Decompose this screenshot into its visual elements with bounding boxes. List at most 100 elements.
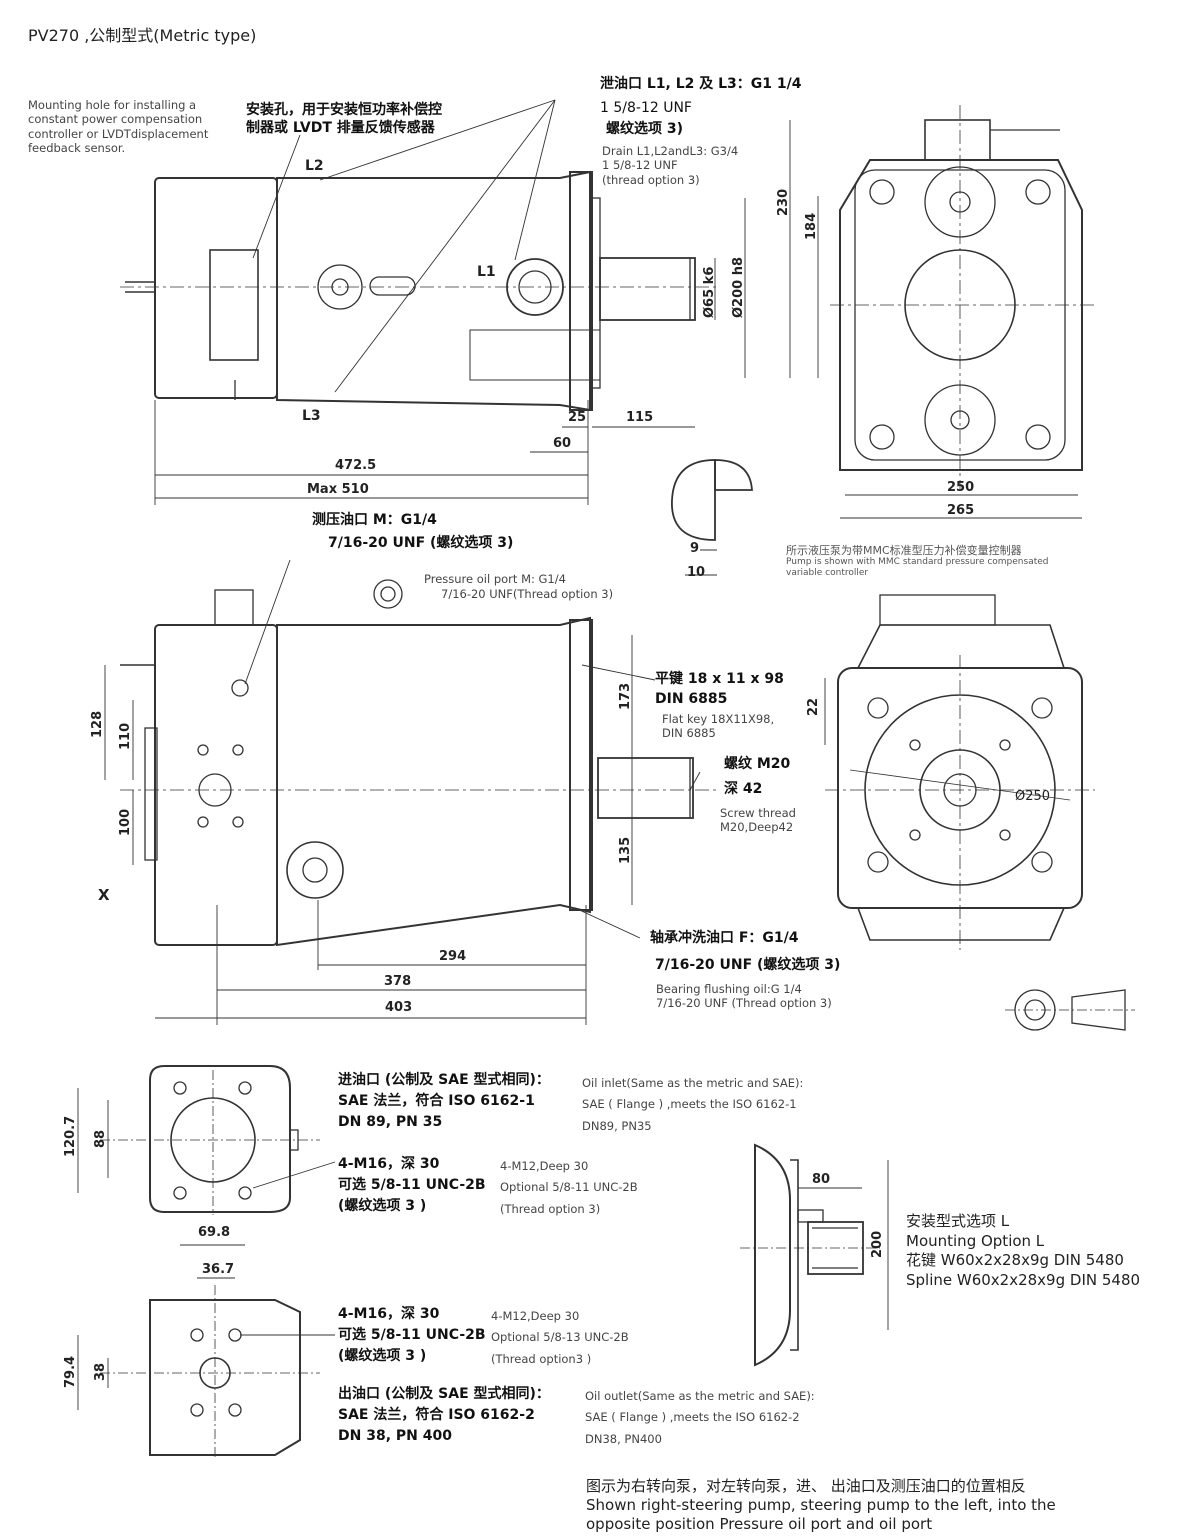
port-label-l2: L2 (305, 158, 324, 174)
outlet-cn-line-3: DN 38, PN 400 (338, 1428, 452, 1444)
option-l-note: 安装型式选项 L Mounting Option L 花键 W60x2x28x9… (906, 1212, 1140, 1290)
screw-note-cn: 螺纹 M20 (724, 756, 791, 772)
page-title: PV270 ,公制型式(Metric type) (28, 26, 257, 45)
pump-front-view-top (830, 105, 1095, 490)
inlet-bolt-en-1: 4-M12,Deep 30 (500, 1159, 589, 1173)
dim-173: 173 (618, 682, 633, 710)
inlet-cn-line-2: SAE 法兰，符合 ISO 6162-1 (338, 1093, 535, 1109)
inlet-en-line-1: Oil inlet(Same as the metric and SAE): (582, 1076, 804, 1090)
outlet-bolt-cn-1: 4-M16，深 30 (338, 1306, 440, 1322)
drain-en-line-3: (thread option 3) (602, 172, 700, 187)
dim-265: 265 (947, 503, 975, 518)
spline-option-view (740, 1143, 880, 1367)
mount-hole-cn-line-1: 安装孔，用于安装恒功率补偿控 (246, 102, 442, 118)
dim-60: 60 (553, 436, 572, 451)
dim-max-510: Max 510 (307, 482, 369, 497)
pressure-port-cn-2: 7/16-20 UNF (螺纹选项 3) (328, 535, 514, 551)
inlet-cn-line-3: DN 89, PN 35 (338, 1114, 443, 1130)
mmc-note-cn: 所示液压泵为带MMC标准型压力补偿变量控制器 (786, 544, 1022, 557)
dim-110: 110 (118, 722, 133, 750)
shaft-key-detail (671, 459, 753, 576)
key-en-line-2: DIN 6885 (662, 726, 716, 741)
key-note-cn: 平键 18 x 11 x 98 (655, 671, 784, 687)
pump-flange-view (825, 594, 1095, 950)
flush-en-line-1: Bearing flushing oil:G 1/4 (656, 982, 802, 996)
outlet-note-en: Oil outlet(Same as the metric and SAE): … (585, 1386, 815, 1450)
port-label-l3: L3 (302, 408, 321, 424)
outlet-bolt-cn-2: 可选 5/8-11 UNC-2B (338, 1327, 486, 1343)
inlet-bolt-cn-3: (螺纹选项 3 ) (338, 1198, 427, 1214)
key-en-line-1: Flat key 18X11X98, (662, 712, 775, 726)
dim-22: 22 (806, 697, 821, 716)
key-note-en: Flat key 18X11X98, DIN 6885 (662, 712, 774, 741)
outlet-bolt-en: 4-M12,Deep 30 Optional 5/8-13 UNC-2B (Th… (491, 1306, 629, 1370)
inlet-note-en: Oil inlet(Same as the metric and SAE): S… (582, 1073, 803, 1137)
dim-flange-200: Ø200 h8 (731, 256, 746, 318)
dim-80: 80 (812, 1172, 831, 1187)
mount-hole-en-line-3: controller or LVDTdisplacement (28, 126, 209, 141)
dim-120-7: 120.7 (63, 1115, 78, 1157)
middle-dim-lines (104, 559, 701, 1025)
option-l-line-2: Mounting Option L (906, 1231, 1045, 1250)
outlet-en-line-1: Oil outlet(Same as the metric and SAE): (585, 1389, 815, 1403)
port-label-l1: L1 (477, 264, 496, 280)
dim-128: 128 (90, 710, 105, 738)
inlet-bolt-cn-1: 4-M16，深 30 (338, 1156, 440, 1172)
dim-10: 10 (687, 565, 706, 580)
pressure-port-cn: 测压油口 M：G1/4 (312, 512, 437, 528)
key-note-cn-2: DIN 6885 (655, 691, 728, 707)
screw-en-line-2: M20,Deep42 (720, 820, 794, 835)
dim-79-4: 79.4 (63, 1355, 78, 1388)
flush-note-cn-2: 7/16-20 UNF (螺纹选项 3) (655, 957, 841, 973)
inlet-bolt-cn: 4-M16，深 30 可选 5/8-11 UNC-2B (螺纹选项 3 ) (338, 1154, 486, 1217)
inlet-dim-lines (77, 1088, 336, 1246)
dim-230: 230 (776, 188, 791, 216)
screw-note-en: Screw thread M20,Deep42 (720, 806, 796, 835)
mount-hole-en-line-2: constant power compensation (28, 112, 203, 127)
outlet-dim-lines (77, 1277, 335, 1410)
mount-hole-en-line-4: feedback sensor. (28, 141, 126, 156)
dim-294: 294 (439, 949, 467, 964)
dim-135: 135 (618, 836, 633, 864)
mmc-en-line-1: Pump is shown with MMC standard pressure… (786, 557, 1049, 567)
mount-hole-cn-line-2: 制器或 LVDT 排量反馈传感器 (246, 119, 435, 136)
outlet-bolt-en-3: (Thread option3 ) (491, 1351, 592, 1366)
outlet-bolt-en-2: Optional 5/8-13 UNC-2B (491, 1330, 629, 1345)
mount-hole-en-line-1: Mounting hole for installing a (28, 98, 197, 112)
outlet-bolt-en-1: 4-M12,Deep 30 (491, 1309, 580, 1323)
inlet-flange-view (100, 1065, 320, 1215)
dim-100: 100 (118, 808, 133, 836)
dim-38: 38 (93, 1362, 108, 1381)
pressure-port-en-1: Pressure oil port M: G1/4 (424, 572, 566, 586)
drain-note-en: Drain L1,L2andL3: G3/4 1 5/8-12 UNF (thr… (602, 144, 738, 187)
outlet-en-line-3: DN38, PN400 (585, 1431, 662, 1446)
drain-note-cn-2: 1 5/8-12 UNF (600, 100, 692, 116)
dim-shaft-65: Ø65 k6 (702, 266, 717, 318)
dim-88: 88 (93, 1129, 108, 1148)
spline-dim-lines (798, 1160, 889, 1330)
screw-en-line-1: Screw thread (720, 806, 796, 820)
inlet-cn-line-1: 进油口 (公制及 SAE 型式相同)： (338, 1072, 550, 1088)
screw-note-cn-2: 深 42 (724, 781, 763, 797)
dim-403: 403 (385, 1000, 413, 1015)
dim-472-5: 472.5 (335, 458, 377, 473)
option-l-line-3: 花键 W60x2x28x9g DIN 5480 (906, 1251, 1124, 1269)
dim-115: 115 (626, 410, 654, 425)
dim-250: 250 (947, 480, 975, 495)
top-dim-lines (154, 99, 746, 505)
mount-hole-note-en: Mounting hole for installing a constant … (28, 98, 208, 156)
inlet-en-line-2: SAE ( Flange ) ,meets the ISO 6162-1 (582, 1097, 797, 1112)
front-dim-lines (789, 120, 1082, 519)
view-label-x: X (98, 886, 110, 904)
inlet-en-line-3: DN89, PN35 (582, 1118, 652, 1133)
inlet-bolt-en: 4-M12,Deep 30 Optional 5/8-11 UNC-2B (Th… (500, 1156, 638, 1220)
pump-side-view-middle (120, 579, 720, 947)
dim-69-8: 69.8 (198, 1225, 231, 1240)
projection-symbol (1005, 989, 1135, 1031)
footer-line-1: 图示为右转向泵，对左转向泵，进、 出油口及测压油口的位置相反 (586, 1477, 1026, 1495)
footer-line-2: Shown right-steering pump, steering pump… (586, 1495, 1056, 1514)
dim-378: 378 (384, 974, 412, 989)
outlet-flange-view (100, 1285, 320, 1460)
mmc-note-en: Pump is shown with MMC standard pressure… (786, 557, 1049, 580)
